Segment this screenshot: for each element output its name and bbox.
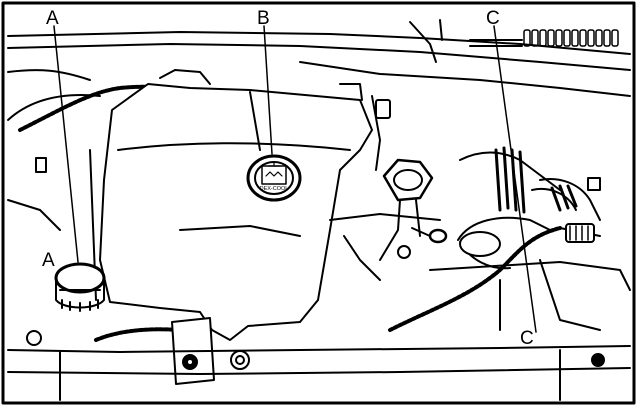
lower-hose bbox=[94, 327, 182, 342]
callout-label-c: C bbox=[486, 8, 500, 29]
callout-line-b bbox=[263, 25, 273, 155]
cap-label: DEX-COOL bbox=[260, 186, 289, 192]
reservoir-cap: DEX-COOL bbox=[246, 154, 302, 202]
pressure-cap bbox=[54, 262, 106, 312]
callout-label-a: A bbox=[46, 8, 59, 29]
right-structure bbox=[329, 95, 631, 331]
callout-labels: A B C A C bbox=[42, 8, 534, 349]
right-wire-harness bbox=[388, 177, 601, 332]
coolant-reservoir bbox=[99, 69, 373, 341]
callout-line-c bbox=[493, 25, 537, 333]
oil-fill-cap bbox=[379, 158, 434, 261]
callout-label-a-end: A bbox=[42, 250, 55, 271]
callout-label-c-end: C bbox=[520, 328, 534, 349]
callout-label-b: B bbox=[257, 8, 270, 29]
air-intake-duct bbox=[457, 146, 601, 270]
dipstick-handle bbox=[411, 227, 448, 244]
callout-line-a bbox=[53, 25, 79, 263]
callout-lines bbox=[53, 25, 537, 333]
radiator-support bbox=[7, 330, 631, 401]
hood-wire-harness bbox=[469, 29, 619, 47]
